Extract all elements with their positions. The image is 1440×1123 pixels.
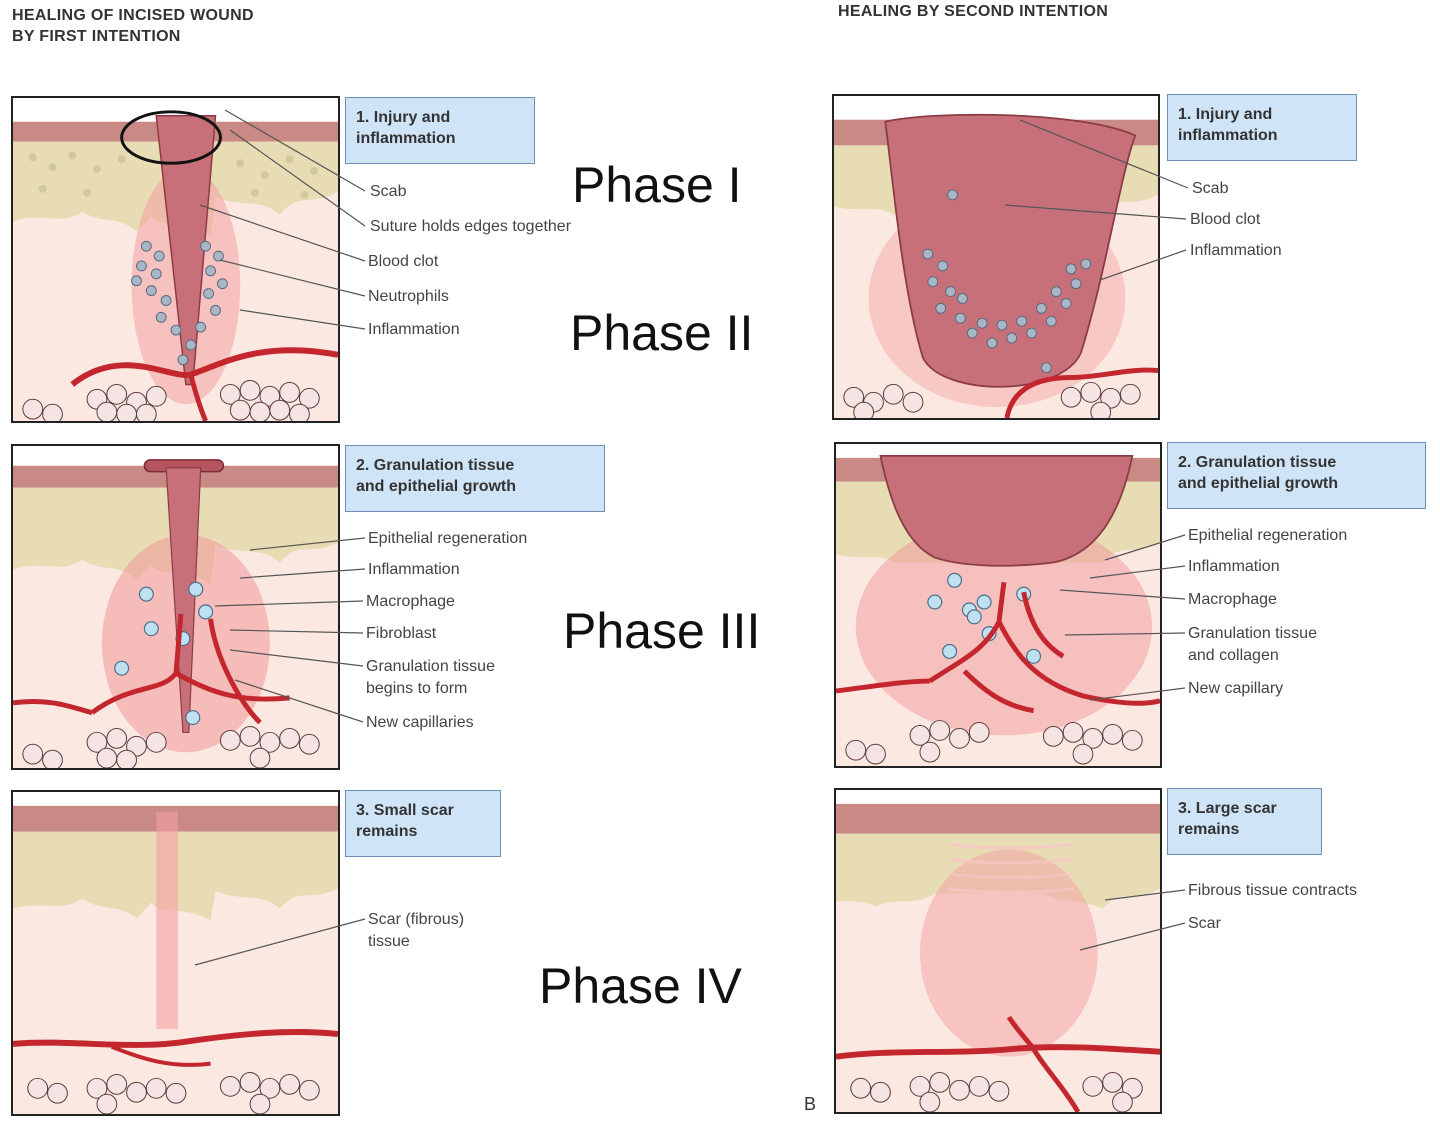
left-3-label-scar-tissue: Scar (fibrous) tissue [368, 911, 465, 950]
phase-3-heading: Phase III [563, 603, 761, 659]
right-panel-1-illustration [832, 94, 1160, 420]
left-2-label-inflammation: Inflammation [368, 561, 460, 578]
right-2-label-epithelial-regeneration: Epithelial regeneration [1188, 527, 1348, 544]
phase-2-heading: Phase II [570, 305, 754, 361]
right-2-label-new-capillary: New capillary [1188, 680, 1284, 697]
left-panel-3-illustration [11, 790, 340, 1116]
right-3-label-fibrous-tissue-contracts: Fibrous tissue contracts [1188, 882, 1357, 899]
figure-letter: B [804, 1094, 817, 1114]
right-2-label-macrophage: Macrophage [1188, 591, 1277, 608]
phase-1-heading: Phase I [572, 157, 742, 213]
left-1-label-scab: Scab [370, 183, 407, 200]
right-1-label-blood-clot: Blood clot [1190, 211, 1261, 228]
left-2-label-granulation-tissue: Granulation tissue begins to form [366, 658, 495, 697]
left-2-label-fibroblast: Fibroblast [366, 625, 437, 642]
left-panel-1-illustration [11, 96, 340, 423]
right-stage-2-label: 2. Granulation tissue and epithelial gro… [1167, 442, 1426, 509]
right-stage-1-label: 1. Injury and inflammation [1167, 94, 1357, 161]
right-1-label-scab: Scab [1192, 180, 1229, 197]
right-2-label-granulation-tissue: Granulation tissue and collagen [1188, 625, 1317, 664]
left-2-label-macrophage: Macrophage [366, 593, 455, 610]
left-1-label-blood-clot: Blood clot [368, 253, 439, 270]
phase-4-heading: Phase IV [539, 958, 742, 1014]
right-panel-2-illustration [834, 442, 1162, 768]
left-column-title: HEALING OF INCISED WOUND BY FIRST INTENT… [12, 7, 254, 45]
left-stage-3-label: 3. Small scar remains [345, 790, 501, 857]
right-2-label-inflammation: Inflammation [1188, 558, 1280, 575]
left-1-label-inflammation: Inflammation [368, 321, 460, 338]
left-stage-1-label: 1. Injury and inflammation [345, 97, 535, 164]
right-3-label-scar: Scar [1188, 915, 1221, 932]
left-1-label-neutrophils: Neutrophils [368, 288, 449, 305]
right-stage-3-label: 3. Large scar remains [1167, 788, 1322, 855]
right-column-title: HEALING BY SECOND INTENTION [838, 3, 1109, 20]
left-stage-2-label: 2. Granulation tissue and epithelial gro… [345, 445, 605, 512]
left-2-label-new-capillaries: New capillaries [366, 714, 474, 731]
right-1-label-inflammation: Inflammation [1190, 242, 1282, 259]
left-1-label-suture: Suture holds edges together [370, 218, 572, 235]
left-panel-2-illustration [11, 444, 340, 770]
right-panel-3-illustration [834, 788, 1162, 1114]
left-2-label-epithelial-regeneration: Epithelial regeneration [368, 530, 528, 547]
